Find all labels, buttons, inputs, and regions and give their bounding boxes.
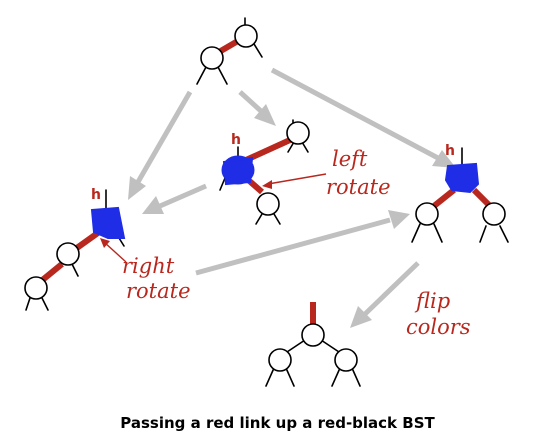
left-tree-h-marker: h [91, 187, 101, 203]
bottom-tree-right-node [334, 348, 358, 372]
top-tree [196, 17, 263, 85]
right-tree-highlighted-node [444, 162, 480, 194]
flip-colors-label-line2: colors [406, 315, 471, 339]
right-rotate-pointer [103, 241, 127, 263]
arrow-middle-to-left-tree [159, 183, 207, 209]
left-tree-middle-node [56, 242, 80, 266]
bottom-tree-left-node [268, 348, 292, 372]
right-tree-right-node [482, 202, 506, 226]
left-rotate-pointer [267, 173, 327, 185]
bottom-tree-root-node [301, 323, 325, 347]
right-tree-h-marker: h [445, 143, 455, 159]
middle-tree-right-node [286, 121, 310, 145]
right-tree: h [411, 143, 509, 243]
middle-tree-h-marker: h [231, 132, 241, 148]
left-tree: h right rotate [24, 187, 191, 311]
figure-caption: Passing a red link up a red-black BST [120, 414, 435, 432]
arrow-top-to-left-tree [135, 90, 193, 184]
transition-arrows [128, 67, 456, 328]
top-tree-root-node [234, 24, 258, 48]
arrow-top-to-middle-tree [238, 90, 264, 114]
top-tree-left-node [200, 46, 224, 70]
middle-tree: h left rotate [219, 119, 391, 225]
arrow-top-to-right-tree [270, 67, 440, 161]
arrow-right-to-bottom-tree [362, 261, 420, 317]
middle-tree-highlighted-node [221, 155, 255, 186]
right-rotate-label-line1: right [122, 254, 175, 278]
middle-tree-lower-node [256, 192, 280, 216]
left-rotate-label-line1: left [332, 147, 368, 171]
bottom-tree [265, 302, 361, 387]
left-rotate-label-line2: rotate [326, 175, 391, 199]
right-rotate-label-line2: rotate [126, 279, 191, 303]
right-tree-left-node [415, 202, 439, 226]
left-tree-highlighted-node [90, 206, 126, 239]
flip-colors-label-line1: flip [414, 289, 450, 313]
left-tree-bottom-node [24, 276, 48, 300]
arrow-left-to-right-tree [195, 217, 391, 276]
